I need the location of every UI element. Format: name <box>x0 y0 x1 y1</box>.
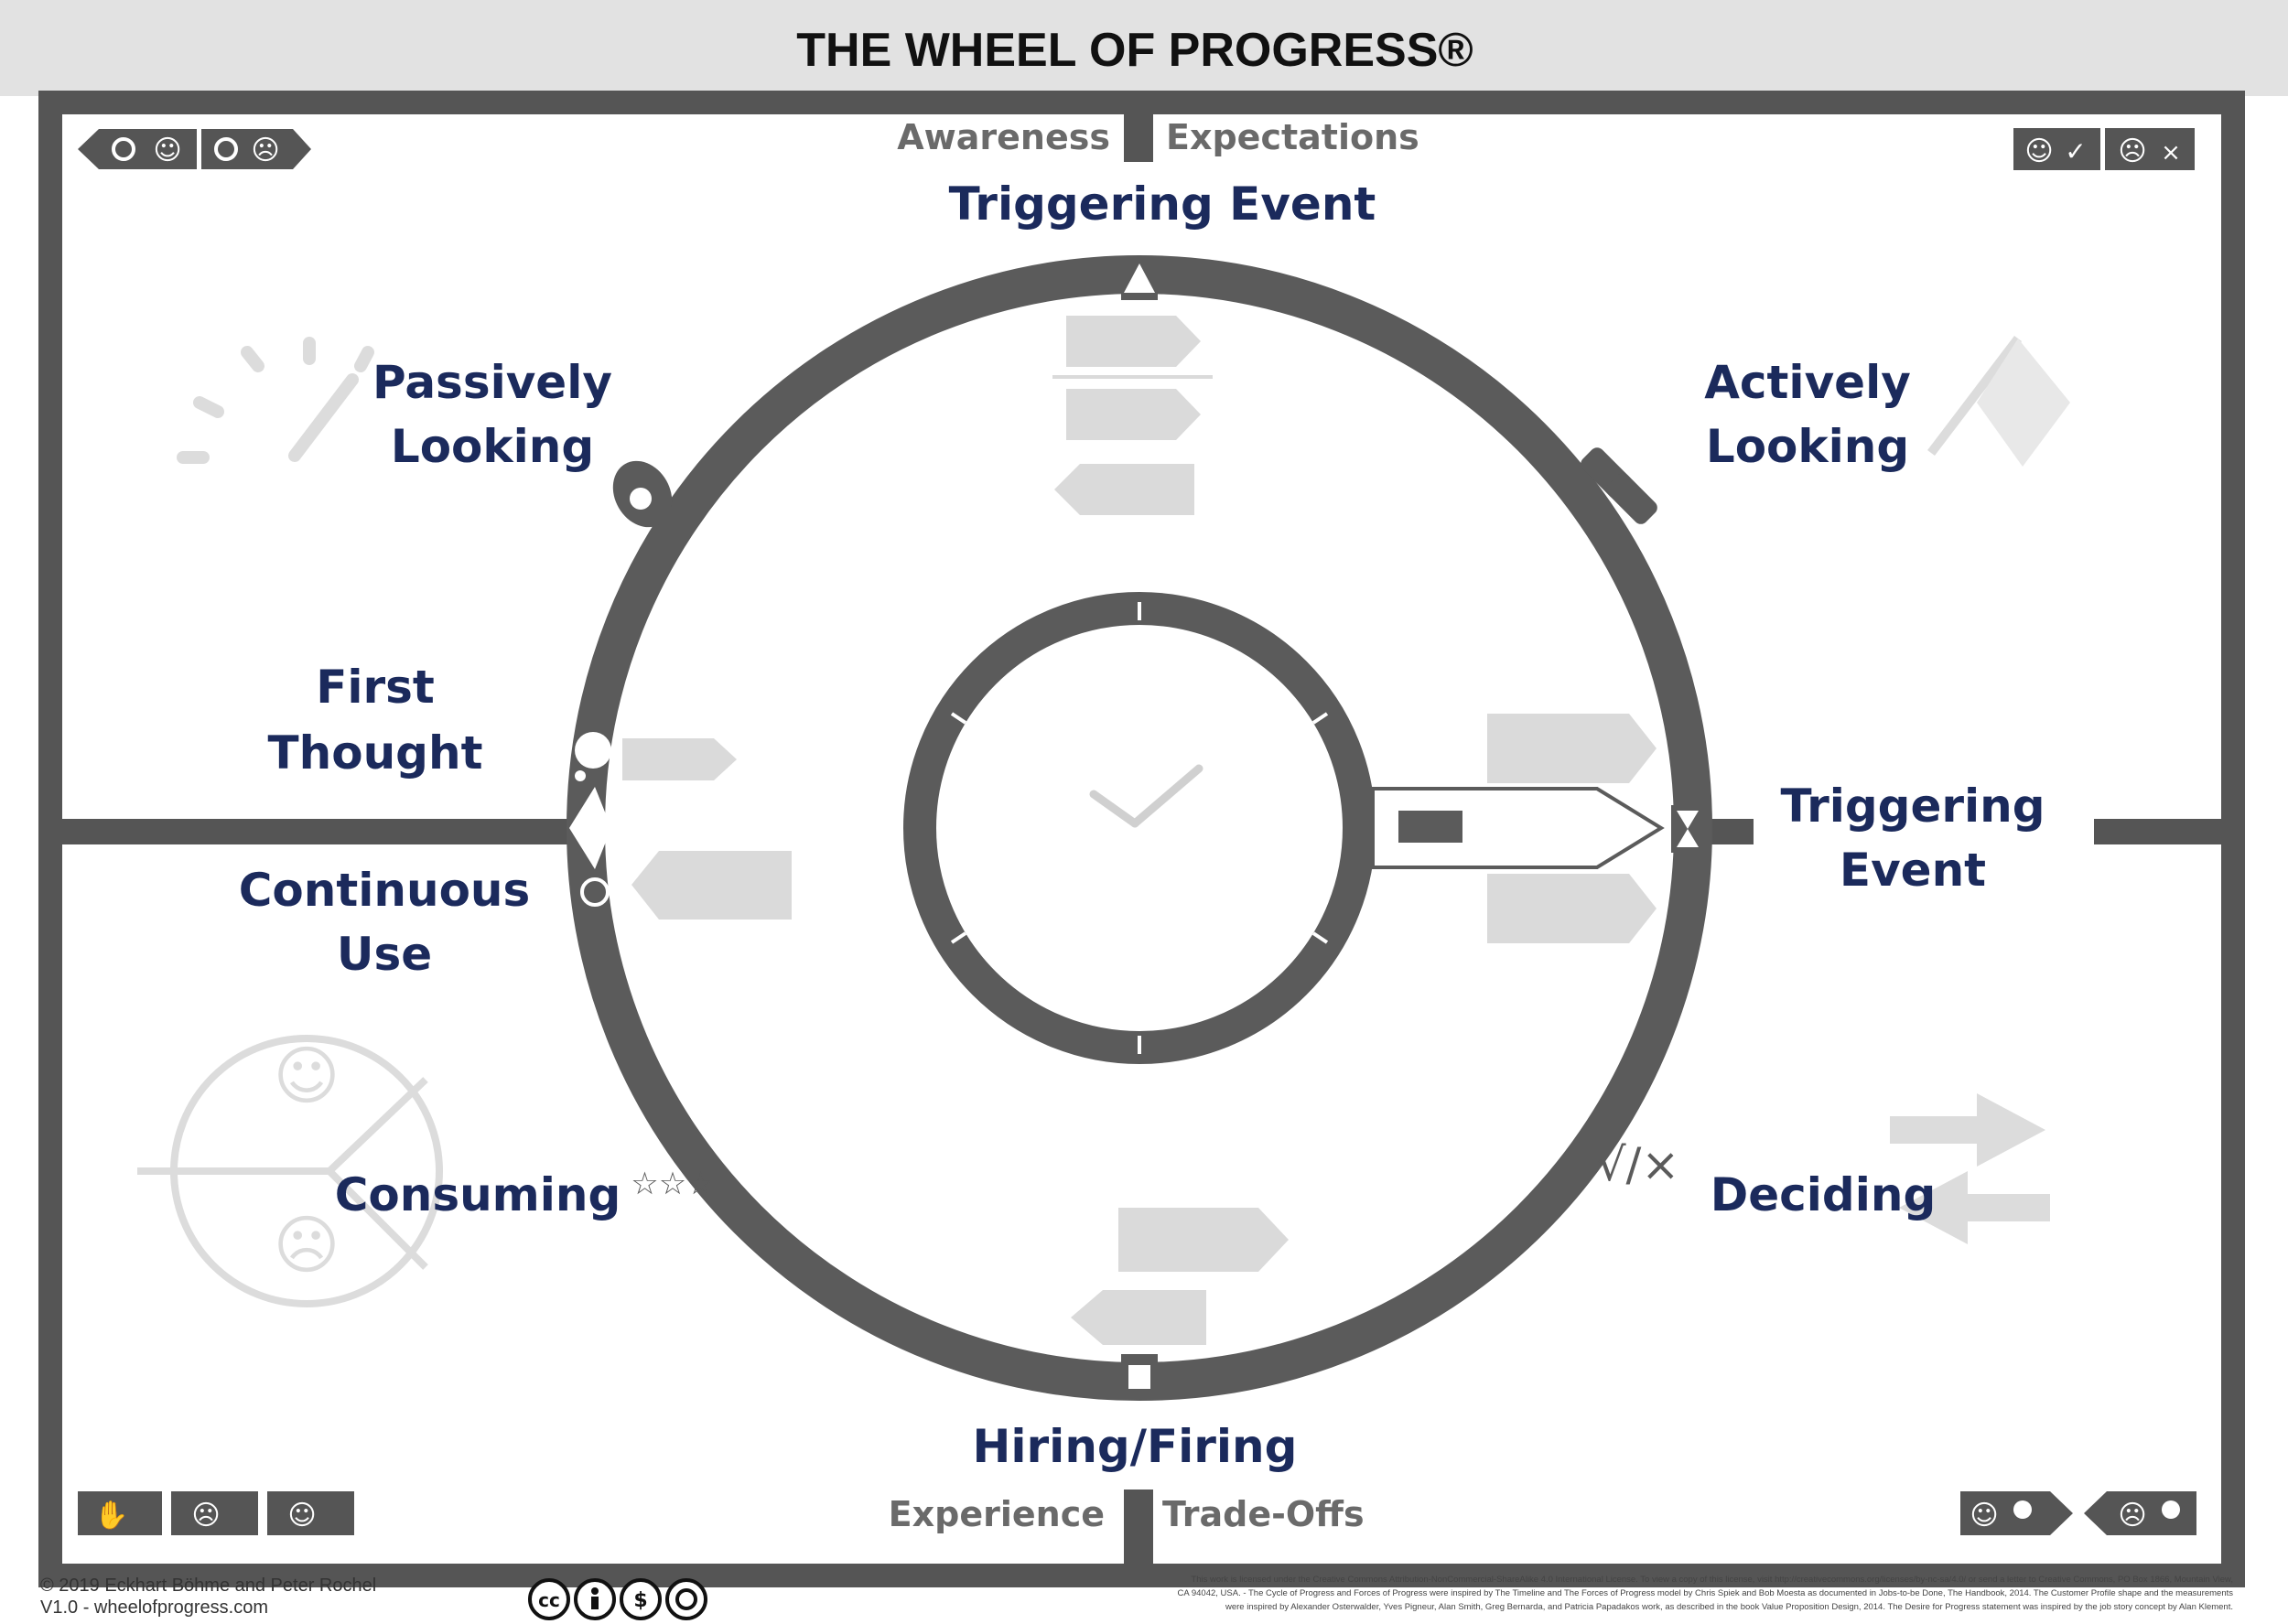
footer-copyright: © 2019 Eckhart Böhme and Peter Rochel <box>40 1576 376 1596</box>
hourglass-icon <box>1671 805 1704 853</box>
phase-actively-looking-line-2: Looking <box>1706 420 1909 473</box>
divider-left <box>62 819 575 844</box>
svg-text:☺: ☺ <box>1970 1500 1998 1532</box>
phase-hiring-firing: Hiring/Firing <box>973 1420 1298 1473</box>
svg-text:☹: ☹ <box>274 1208 340 1283</box>
pointer-arrow <box>1371 787 1665 869</box>
svg-text:☹: ☹ <box>2118 1500 2146 1532</box>
svg-text:☹: ☹ <box>251 134 279 167</box>
warning-icon <box>1121 256 1158 300</box>
binoculars-icon <box>1581 447 1657 524</box>
quadrant-awareness: Awareness <box>897 117 1110 157</box>
clock-hands-icon <box>1089 764 1203 828</box>
inner-ring-arrows-icon <box>950 602 1329 1054</box>
phase-triggering-event-right-line-1: Triggering <box>1780 780 2045 833</box>
faded-badges-left-icon <box>622 738 792 920</box>
divider-right-stub <box>1704 819 1754 844</box>
customer-profile-icon: ☺ ☹ <box>137 1035 443 1307</box>
footer-license-line-3: were inspired by Alexander Osterwalder, … <box>1225 1602 2233 1612</box>
trade-off-arrows-icon <box>1890 1093 2050 1244</box>
phase-actively-looking-line-1: Actively <box>1704 356 1911 409</box>
header-band <box>0 0 2288 96</box>
svg-text:☹: ☹ <box>191 1500 220 1532</box>
page-title: THE WHEEL OF PROGRESS® <box>796 24 1473 77</box>
phase-continuous-use-line-2: Use <box>337 928 432 981</box>
checkered-flag-icon <box>1927 335 2070 467</box>
svg-text:☺: ☺ <box>287 1500 316 1532</box>
svg-text:☺: ☺ <box>153 134 181 167</box>
faded-badges-right-icon <box>1487 714 1657 943</box>
svg-text:cc: cc <box>538 1589 560 1611</box>
weighing-icon: √/× <box>1597 1138 1680 1191</box>
phase-deciding: Deciding <box>1711 1168 1937 1221</box>
svg-text:$: $ <box>633 1589 647 1612</box>
phase-passively-looking-line-1: Passively <box>372 356 612 409</box>
cc-license-icon: cc $ <box>528 1578 707 1620</box>
phase-triggering-event-right-line-2: Event <box>1840 844 1986 897</box>
newspaper-icon <box>1398 811 1462 843</box>
quadrant-trade-offs: Trade-Offs <box>1162 1494 1365 1534</box>
svg-text:×: × <box>2161 139 2181 167</box>
svg-text:☺: ☺ <box>2024 135 2053 167</box>
stars-icon: ☆☆☆ <box>631 1166 714 1202</box>
thought-cloud-icon <box>575 732 611 781</box>
divider-right <box>2094 819 2222 844</box>
footer-license-line-2: CA 94042, USA. - The Cycle of Progress a… <box>1178 1588 2234 1598</box>
footer-version: V1.0 - wheelofprogress.com <box>40 1597 268 1618</box>
svg-text:✓: ✓ <box>2065 136 2086 167</box>
phase-passively-looking-line-2: Looking <box>391 420 594 473</box>
speedometer-icon <box>177 337 374 464</box>
wheel-notch <box>569 787 611 869</box>
refresh-icon <box>580 877 610 907</box>
svg-text:☺: ☺ <box>274 1038 340 1113</box>
divider-top-stub <box>1124 112 1153 162</box>
corner-badge-bottom-right-icon: ☺ ☹ <box>1960 1491 2196 1535</box>
corner-badge-top-right-icon: ☺ ✓ ☹ × <box>2013 128 2195 170</box>
phase-triggering-event-top: Triggering Event <box>949 177 1376 231</box>
phase-first-thought-line-2: Thought <box>268 726 483 780</box>
quadrant-experience: Experience <box>889 1494 1105 1534</box>
corner-badge-bottom-left-icon: ✋ ☹ ☺ <box>78 1491 354 1535</box>
phase-consuming: Consuming <box>335 1168 621 1221</box>
eye-icon <box>612 460 673 528</box>
phase-continuous-use-line-1: Continuous <box>239 864 531 917</box>
corner-badge-top-left-icon: ☺ ☹ <box>78 129 311 169</box>
quadrant-expectations: Expectations <box>1166 117 1419 157</box>
svg-text:✋: ✋ <box>94 1499 128 1532</box>
svg-text:☹: ☹ <box>2118 135 2146 167</box>
footer-license-line-1: This work is licensed under the Creative… <box>1191 1575 2233 1585</box>
faded-badges-top-icon <box>1052 316 1213 515</box>
faded-badges-bottom-icon <box>1071 1208 1289 1345</box>
divider-bottom-stub <box>1124 1490 1153 1566</box>
thumbs-up-icon <box>1121 1354 1158 1396</box>
phase-first-thought-line-1: First <box>316 661 435 714</box>
